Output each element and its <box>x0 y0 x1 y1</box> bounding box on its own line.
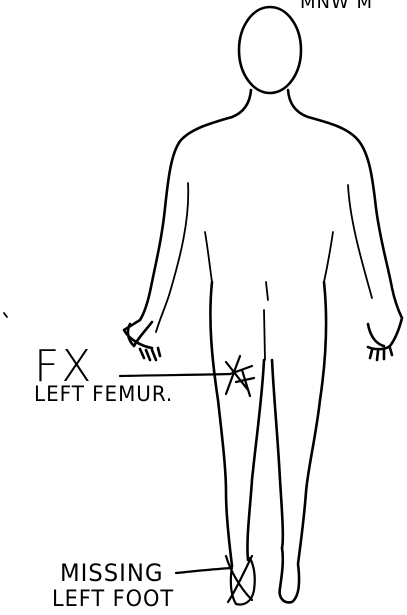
right-inner-leg <box>272 360 283 548</box>
fracture-mark <box>226 356 254 396</box>
left-inner-arm <box>156 183 188 332</box>
header-text: MNW M <box>300 0 373 12</box>
right-flank <box>324 232 333 282</box>
fracture-site-label: LEFT FEMUR. <box>34 384 173 405</box>
left-inner-leg <box>247 360 264 560</box>
right-hand <box>368 324 392 360</box>
torso-arms-outline <box>124 90 402 349</box>
missing-pointer <box>176 568 232 573</box>
legs-outline <box>210 282 326 602</box>
right-inner-arm <box>348 185 372 298</box>
missing-part-label: LEFT FOOT <box>52 589 174 611</box>
head-outline <box>239 7 301 93</box>
missing-label: MISSING <box>60 561 163 585</box>
missing-foot-x <box>226 556 255 604</box>
left-flank <box>205 232 212 282</box>
crotch-line <box>264 282 268 360</box>
stray-mark <box>4 313 7 317</box>
